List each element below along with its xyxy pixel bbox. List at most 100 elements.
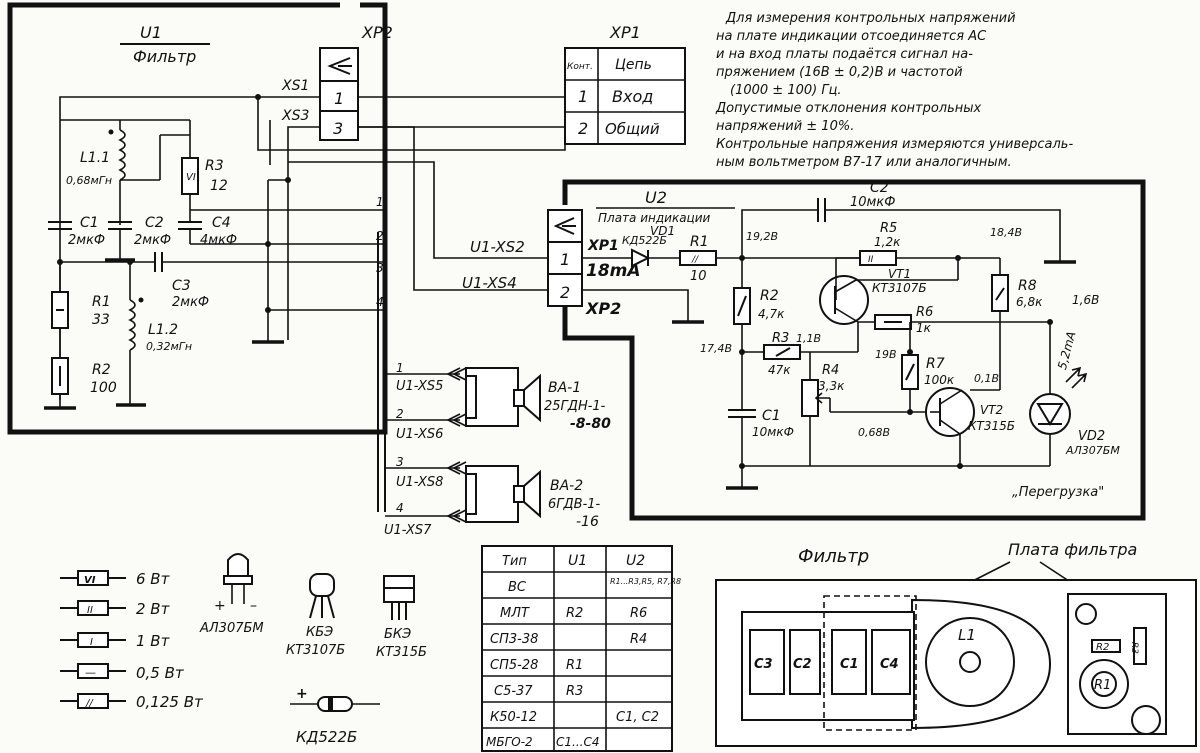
xs3-label: XS3: [281, 108, 309, 124]
transistor-vt1: [819, 275, 869, 325]
u1-xs4-label: U1-XS4: [462, 274, 517, 292]
c3-value: 2мкФ: [172, 295, 209, 310]
layout-c2: C2: [793, 657, 812, 672]
voltage-0-1: 0,1В: [974, 372, 999, 385]
r7-value: 100к: [924, 373, 955, 387]
resistor-r5: [859, 250, 897, 266]
note-line-5: (1000 ± 100) Гц.: [730, 83, 842, 98]
filter-ref: U1: [140, 23, 162, 42]
speaker-ba1-icon: [513, 389, 525, 407]
r4-value: 3,3к: [818, 379, 845, 393]
l1-1-value: 0,68мГн: [66, 174, 112, 187]
type-row4-type: СП5-28: [490, 658, 538, 673]
type-header-u2: U2: [626, 553, 645, 569]
notes-block: Для измерения контрольных напряжений на …: [715, 11, 1073, 170]
u2-r3-ref: R3: [772, 331, 789, 346]
kt315-pins: БКЭ: [384, 627, 411, 642]
transistor-vt2: [925, 387, 975, 437]
layout-r1: R1: [1094, 678, 1111, 693]
spk-pin-1: 1: [396, 361, 404, 375]
u2-name: Плата индикации: [598, 211, 711, 225]
legend-label-6w: 6 Вт: [136, 570, 171, 588]
vd2-value: АЛ307БМ: [1065, 444, 1120, 457]
u1-xs5-label: U1-XS5: [396, 379, 443, 394]
xs1-label: XS1: [281, 78, 309, 94]
speaker-ba2-icon: [513, 485, 525, 503]
led-pinout-label: АЛ307БМ: [199, 621, 264, 636]
r5-ref: R5: [880, 221, 897, 236]
note-line-2: на плате индикации отсоединяется АС: [716, 29, 987, 44]
r6-ref: R6: [916, 305, 933, 320]
note-line-9: ным вольтметром В7-17 или аналогичным.: [716, 155, 1012, 170]
type-row6-type: К50-12: [490, 710, 537, 725]
note-line-7: напряжений ± 10%.: [716, 119, 854, 134]
led-pinout-icon: [227, 553, 249, 577]
kd522-label: КД522Б: [296, 728, 357, 746]
inductor-l1-2: [128, 299, 136, 351]
c3-ref: C3: [172, 278, 191, 294]
component-pinouts: + – АЛ307БМ КБЭ КТ3107Б БКЭ КТ315Б + КД5…: [199, 553, 427, 746]
connector-u2-arrow-icon: [553, 217, 576, 235]
voltage-18-4: 18,4В: [990, 226, 1022, 239]
type-row3-u2: R4: [630, 632, 647, 647]
legend-symbol-2w: II: [87, 605, 93, 616]
u1-xs7-label: U1-XS7: [384, 523, 432, 538]
plug-xs8-icon: [446, 461, 467, 475]
kt3107-label: КТ3107Б: [286, 643, 345, 658]
voltage-0-68: 0,68В: [858, 426, 890, 439]
legend-label-2w: 2 Вт: [136, 600, 171, 618]
layout-board-title: Плата фильтра: [1008, 540, 1137, 559]
legend-symbol-1w: I: [90, 637, 93, 648]
layout-l1: L1: [958, 626, 976, 644]
out-pin-3: 3: [376, 261, 384, 275]
type-row7-u1: C1...C4: [556, 735, 599, 749]
board-layout: Фильтр Плата фильтра C3 C2 C1 C4 L1 R2 R…: [715, 540, 1197, 747]
kt3107-pins: КБЭ: [306, 625, 333, 640]
connector-arrow-icon: [327, 57, 352, 75]
type-table: Тип U1 U2 ВС R1...R3,R5, R7,R8 МЛТ R2 R6…: [481, 545, 681, 752]
out-pin-1: 1: [376, 195, 384, 209]
u2-c2-ref: C2: [870, 180, 889, 196]
r5-value: 1,2к: [874, 235, 901, 249]
l1-2-value: 0,32мГн: [146, 340, 192, 353]
vt2-ref: VT2: [980, 403, 1003, 417]
plug-xs7-icon: [446, 509, 467, 523]
u2-r1-ref: R1: [690, 234, 709, 250]
kd522-diode-icon: [317, 696, 353, 712]
out-pin-4: 4: [376, 295, 384, 309]
type-row7-type: МБГО-2: [486, 735, 533, 749]
layout-filter-title: Фильтр: [798, 546, 869, 567]
vd1-ref: VD1: [650, 224, 675, 238]
ba1-model: 25ГДН-1-: [544, 399, 606, 414]
light-emission-icon: [1065, 366, 1088, 389]
vd2-ref: VD2: [1078, 429, 1105, 444]
r2-value: 100: [90, 380, 117, 396]
inductor-l1-1: [118, 129, 126, 181]
legend-label-1w: 1 Вт: [136, 632, 171, 650]
xp2-pin-1: 1: [334, 89, 344, 108]
type-row4-u1: R1: [566, 658, 583, 673]
r8-value: 6,8к: [1016, 295, 1043, 309]
type-row2-u2: R6: [630, 606, 647, 621]
spk-pin-4: 4: [396, 501, 404, 515]
ba2-ref: BA-2: [550, 478, 583, 494]
c1-ref: C1: [80, 215, 99, 231]
note-line-1: Для измерения контрольных напряжений: [725, 11, 1016, 26]
legend-symbol-05w: —: [85, 666, 96, 679]
r2-ref: R2: [92, 362, 111, 378]
out-pin-2: 2: [376, 229, 384, 243]
u2-c1-ref: C1: [762, 408, 781, 424]
u2-pin-1: 1: [560, 250, 570, 269]
r7-ref: R7: [926, 356, 945, 372]
u2-r2-value: 4,7к: [758, 307, 785, 321]
spk-pin-2: 2: [396, 407, 404, 421]
r1-value: 33: [92, 312, 110, 328]
type-header-u1: U1: [568, 553, 587, 569]
vt2-value: КТ315Б: [968, 419, 1015, 433]
plug-xs5-icon: [446, 367, 467, 381]
r3-symbol: VI: [186, 172, 196, 183]
vd1-value: КД522Б: [622, 234, 667, 247]
diode-vd1: [631, 248, 651, 268]
